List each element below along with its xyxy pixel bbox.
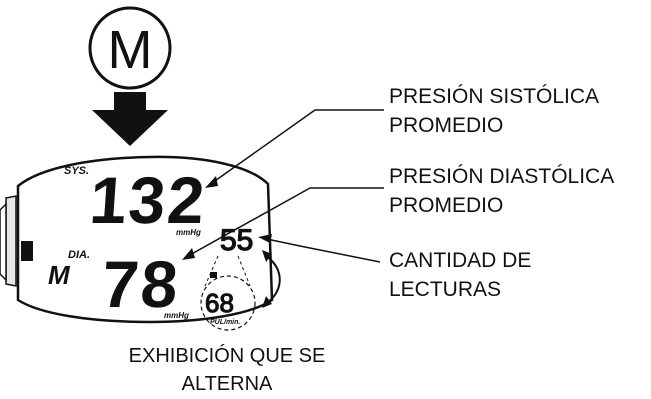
count-callout-line1: CANTIDAD DE xyxy=(389,249,531,272)
count-pointer-icon xyxy=(258,234,272,243)
callout-lines xyxy=(187,109,384,263)
pulse-display: 68 PUL/min. xyxy=(200,275,256,331)
down-arrow-icon xyxy=(92,92,168,146)
pulse-reading: 68 xyxy=(205,288,234,318)
count-callout-line2: LECTURAS xyxy=(389,278,501,301)
memory-mode-indicator: M xyxy=(48,260,71,290)
systolic-reading: 132 xyxy=(87,164,208,238)
alternate-caption-line1: EXHIBICIÓN QUE SE xyxy=(129,344,326,367)
dia-label: DIA. xyxy=(68,249,90,261)
memory-button: M xyxy=(88,6,172,90)
diastolic-callout-line2: PROMEDIO xyxy=(389,194,503,217)
memory-button-letter: M xyxy=(108,20,153,80)
alternate-caption-line2: ALTERNA xyxy=(182,373,273,395)
alternate-guide xyxy=(204,255,251,287)
alternate-arrow-icon xyxy=(262,250,281,308)
systolic-callout-line1: PRESIÓN SISTÓLICA xyxy=(389,85,599,108)
monitor-device xyxy=(0,155,274,324)
diastolic-callout-line1: PRESIÓN DIASTÓLICA xyxy=(389,165,614,188)
indicator-block xyxy=(21,241,33,261)
systolic-pointer-icon xyxy=(205,176,218,188)
systolic-callout-line2: PROMEDIO xyxy=(389,114,503,137)
diastolic-pointer-icon xyxy=(182,248,195,260)
diastolic-unit: mmHg xyxy=(164,311,189,320)
diastolic-reading: 78 xyxy=(99,248,182,322)
pulse-unit: PUL/min. xyxy=(210,319,240,326)
systolic-unit: mmHg xyxy=(176,228,201,237)
pulse-marker xyxy=(210,272,217,278)
sys-label: SYS. xyxy=(64,165,89,177)
